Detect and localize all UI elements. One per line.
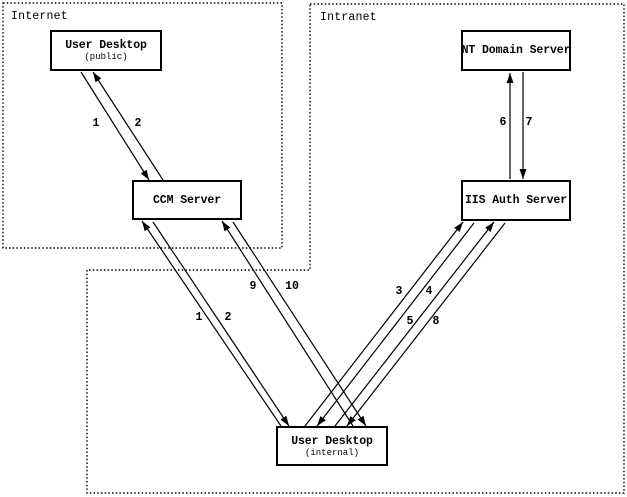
arrow-step1-public-desktop-to-ccm xyxy=(80,71,150,181)
arrow-step4-iis-to-internal-desktop xyxy=(316,222,475,427)
node-title: User Desktop xyxy=(65,39,147,52)
arrow-step2-ccm-to-internal-desktop xyxy=(152,221,290,427)
arrow-label-step5: 5 xyxy=(406,315,414,328)
arrow-label-step2-public: 2 xyxy=(134,117,142,130)
node-subtitle: (public) xyxy=(84,52,128,62)
node-title: User Desktop xyxy=(291,434,373,448)
node-nt-domain-server: NT Domain Server xyxy=(461,30,571,71)
arrow-label-step10: 10 xyxy=(285,280,299,293)
arrow-step5-internal-desktop-to-iis xyxy=(334,221,495,427)
intranet-region-label: Intranet xyxy=(320,11,377,24)
node-title: NT Domain Server xyxy=(461,44,571,57)
node-ccm-server: CCM Server xyxy=(132,180,242,220)
arrow-step9-internal-desktop-to-ccm xyxy=(221,220,354,427)
arrow-step8-iis-to-internal-desktop xyxy=(346,222,506,427)
node-user-desktop-public: User Desktop (public) xyxy=(50,30,162,71)
internet-boundary xyxy=(2,2,283,249)
node-user-desktop-internal: User Desktop (internal) xyxy=(276,426,388,466)
node-iis-auth-server: IIS Auth Server xyxy=(461,180,571,221)
arrow-label-step4: 4 xyxy=(425,285,433,298)
arrow-label-step1-public: 1 xyxy=(92,117,100,130)
node-title: CCM Server xyxy=(152,193,221,207)
node-title: IIS Auth Server xyxy=(464,194,568,207)
arrow-step10-ccm-to-internal-desktop xyxy=(232,221,367,427)
node-subtitle: (internal) xyxy=(304,447,359,458)
arrow-label-step9: 9 xyxy=(249,280,257,293)
arrow-label-step7: 7 xyxy=(525,116,533,129)
arrow-step3-internal-desktop-to-iis xyxy=(304,221,464,427)
arrow-label-step3: 3 xyxy=(395,285,403,298)
arrow-step2-ccm-to-public-desktop xyxy=(92,71,164,181)
arrow-label-step2-internal: 2 xyxy=(224,311,232,324)
arrow-step1-internal-desktop-to-ccm xyxy=(141,220,282,427)
arrow-label-step6: 6 xyxy=(499,116,507,129)
arrow-label-step8: 8 xyxy=(432,315,440,328)
intranet-boundary xyxy=(86,3,625,494)
internet-region-label: Internet xyxy=(11,10,68,23)
arrow-label-step1-internal: 1 xyxy=(195,311,203,324)
